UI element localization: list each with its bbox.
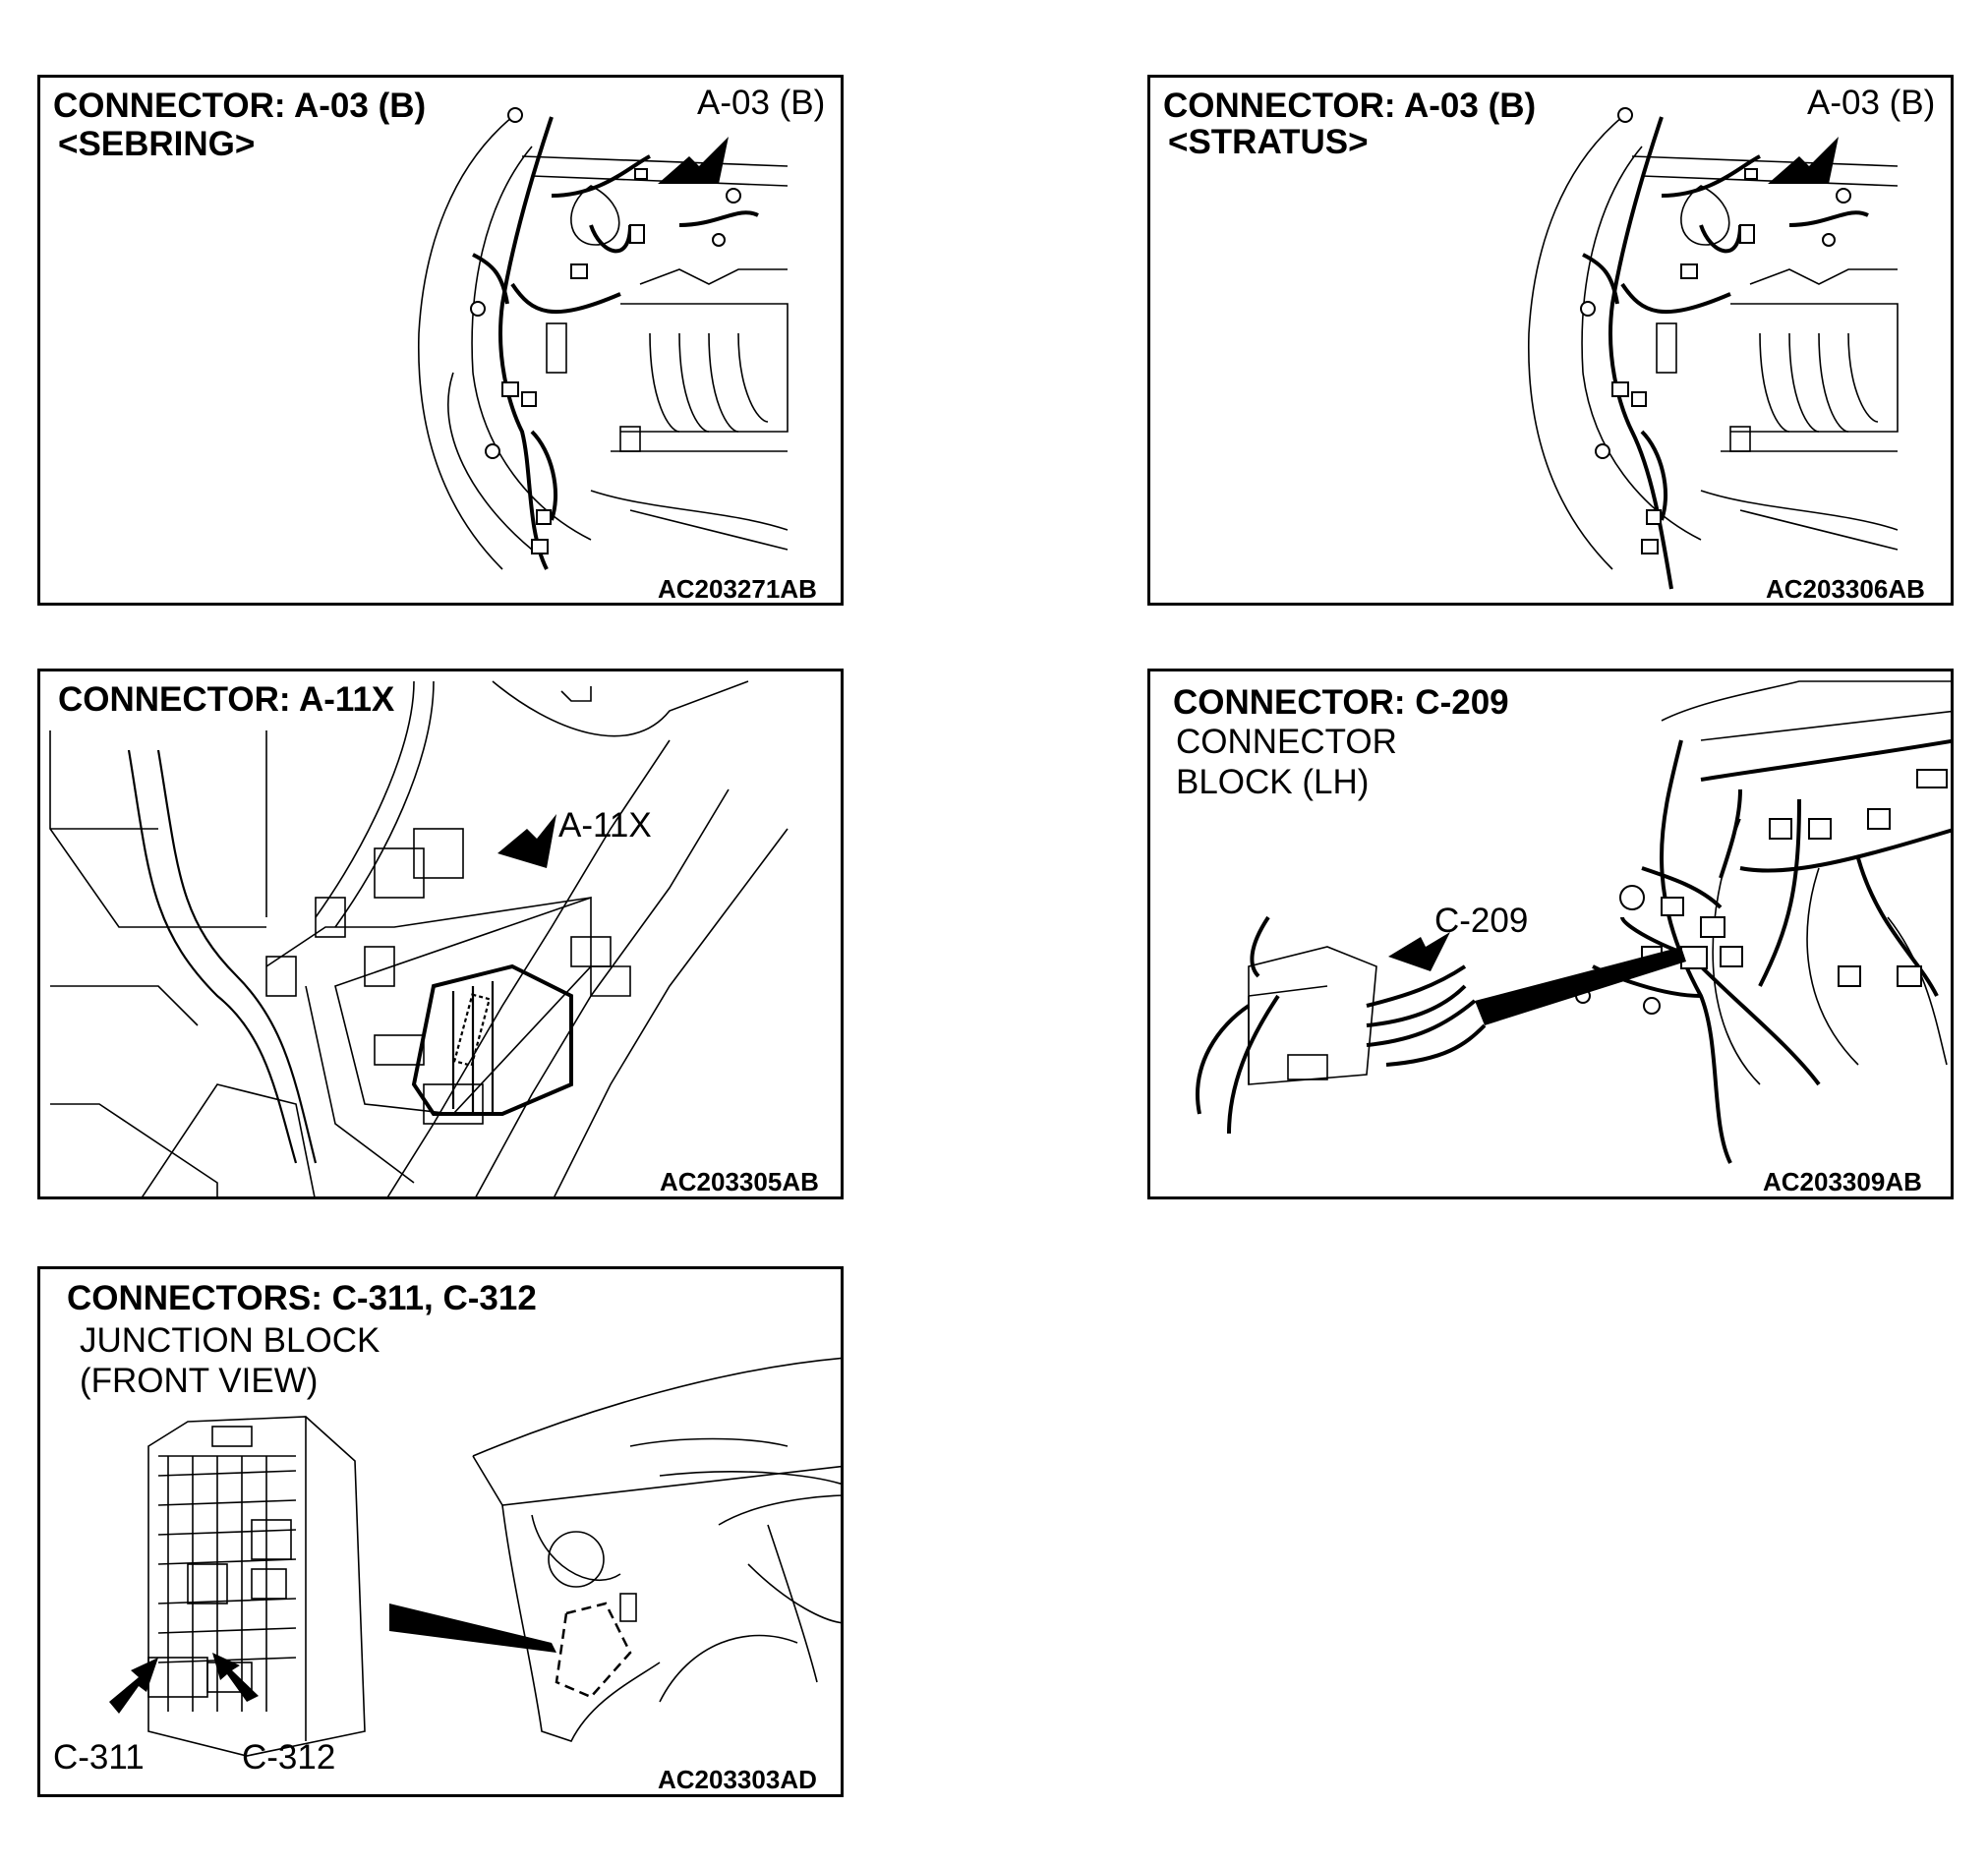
panel-subtitle-line-1: JUNCTION BLOCK xyxy=(80,1321,380,1360)
arrow-icon xyxy=(1768,137,1839,184)
panel-title: CONNECTOR: A-03 (B) xyxy=(53,87,427,125)
arrow-icon xyxy=(497,814,556,868)
callout-label: A-11X xyxy=(558,806,652,845)
panel-title: CONNECTORS: C-311, C-312 xyxy=(67,1279,537,1317)
panel-subtitle: <STRATUS> xyxy=(1168,123,1369,161)
panel-a03b-stratus: CONNECTOR: A-03 (B) <STRATUS> A-03 (B) A… xyxy=(1147,75,1954,606)
junction-block-illustration xyxy=(109,1357,841,1757)
panel-title: CONNECTOR: A-11X xyxy=(58,680,395,719)
callout-label: C-209 xyxy=(1434,902,1529,940)
figure-code: AC203309AB xyxy=(1763,1167,1922,1196)
arrow-icon xyxy=(1388,932,1450,971)
panel-subtitle-line-1: CONNECTOR xyxy=(1176,723,1397,761)
panel-c311-c312: CONNECTORS: C-311, C-312 JUNCTION BLOCK … xyxy=(37,1266,844,1797)
panel-subtitle-line-2: (FRONT VIEW) xyxy=(80,1362,319,1400)
connector-block-illustration xyxy=(1196,680,1951,1164)
callout-label-c311: C-311 xyxy=(53,1738,145,1777)
callout-label: A-03 (B) xyxy=(1807,84,1936,122)
engine-bay-illustration xyxy=(417,107,789,570)
callout-label: A-03 (B) xyxy=(697,84,826,122)
pointer-wedge xyxy=(1475,947,1686,1025)
panel-c209: CONNECTOR: C-209 CONNECTOR BLOCK (LH) C-… xyxy=(1147,669,1954,1199)
relay-box-illustration xyxy=(49,680,789,1196)
figure-code: AC203306AB xyxy=(1766,574,1925,604)
panel-title: CONNECTOR: A-03 (B) xyxy=(1163,87,1537,125)
arrow-icon xyxy=(109,1658,158,1714)
panel-subtitle-line-2: BLOCK (LH) xyxy=(1176,763,1370,801)
callout-label-c312: C-312 xyxy=(242,1738,336,1777)
arrow-icon xyxy=(212,1653,259,1702)
figure-code: AC203305AB xyxy=(660,1167,819,1196)
panel-a11x: CONNECTOR: A-11X A-11X AC203305AB xyxy=(37,669,844,1199)
panel-subtitle: <SEBRING> xyxy=(58,125,256,163)
pointer-wedge xyxy=(389,1604,556,1653)
arrow-icon xyxy=(658,137,729,184)
figure-code: AC203303AD xyxy=(658,1765,817,1794)
panel-a03b-sebring: CONNECTOR: A-03 (B) <SEBRING> A-03 (B) A… xyxy=(37,75,844,606)
engine-bay-illustration xyxy=(1527,107,1899,590)
figure-code: AC203271AB xyxy=(658,574,817,604)
panel-title: CONNECTOR: C-209 xyxy=(1173,683,1509,722)
